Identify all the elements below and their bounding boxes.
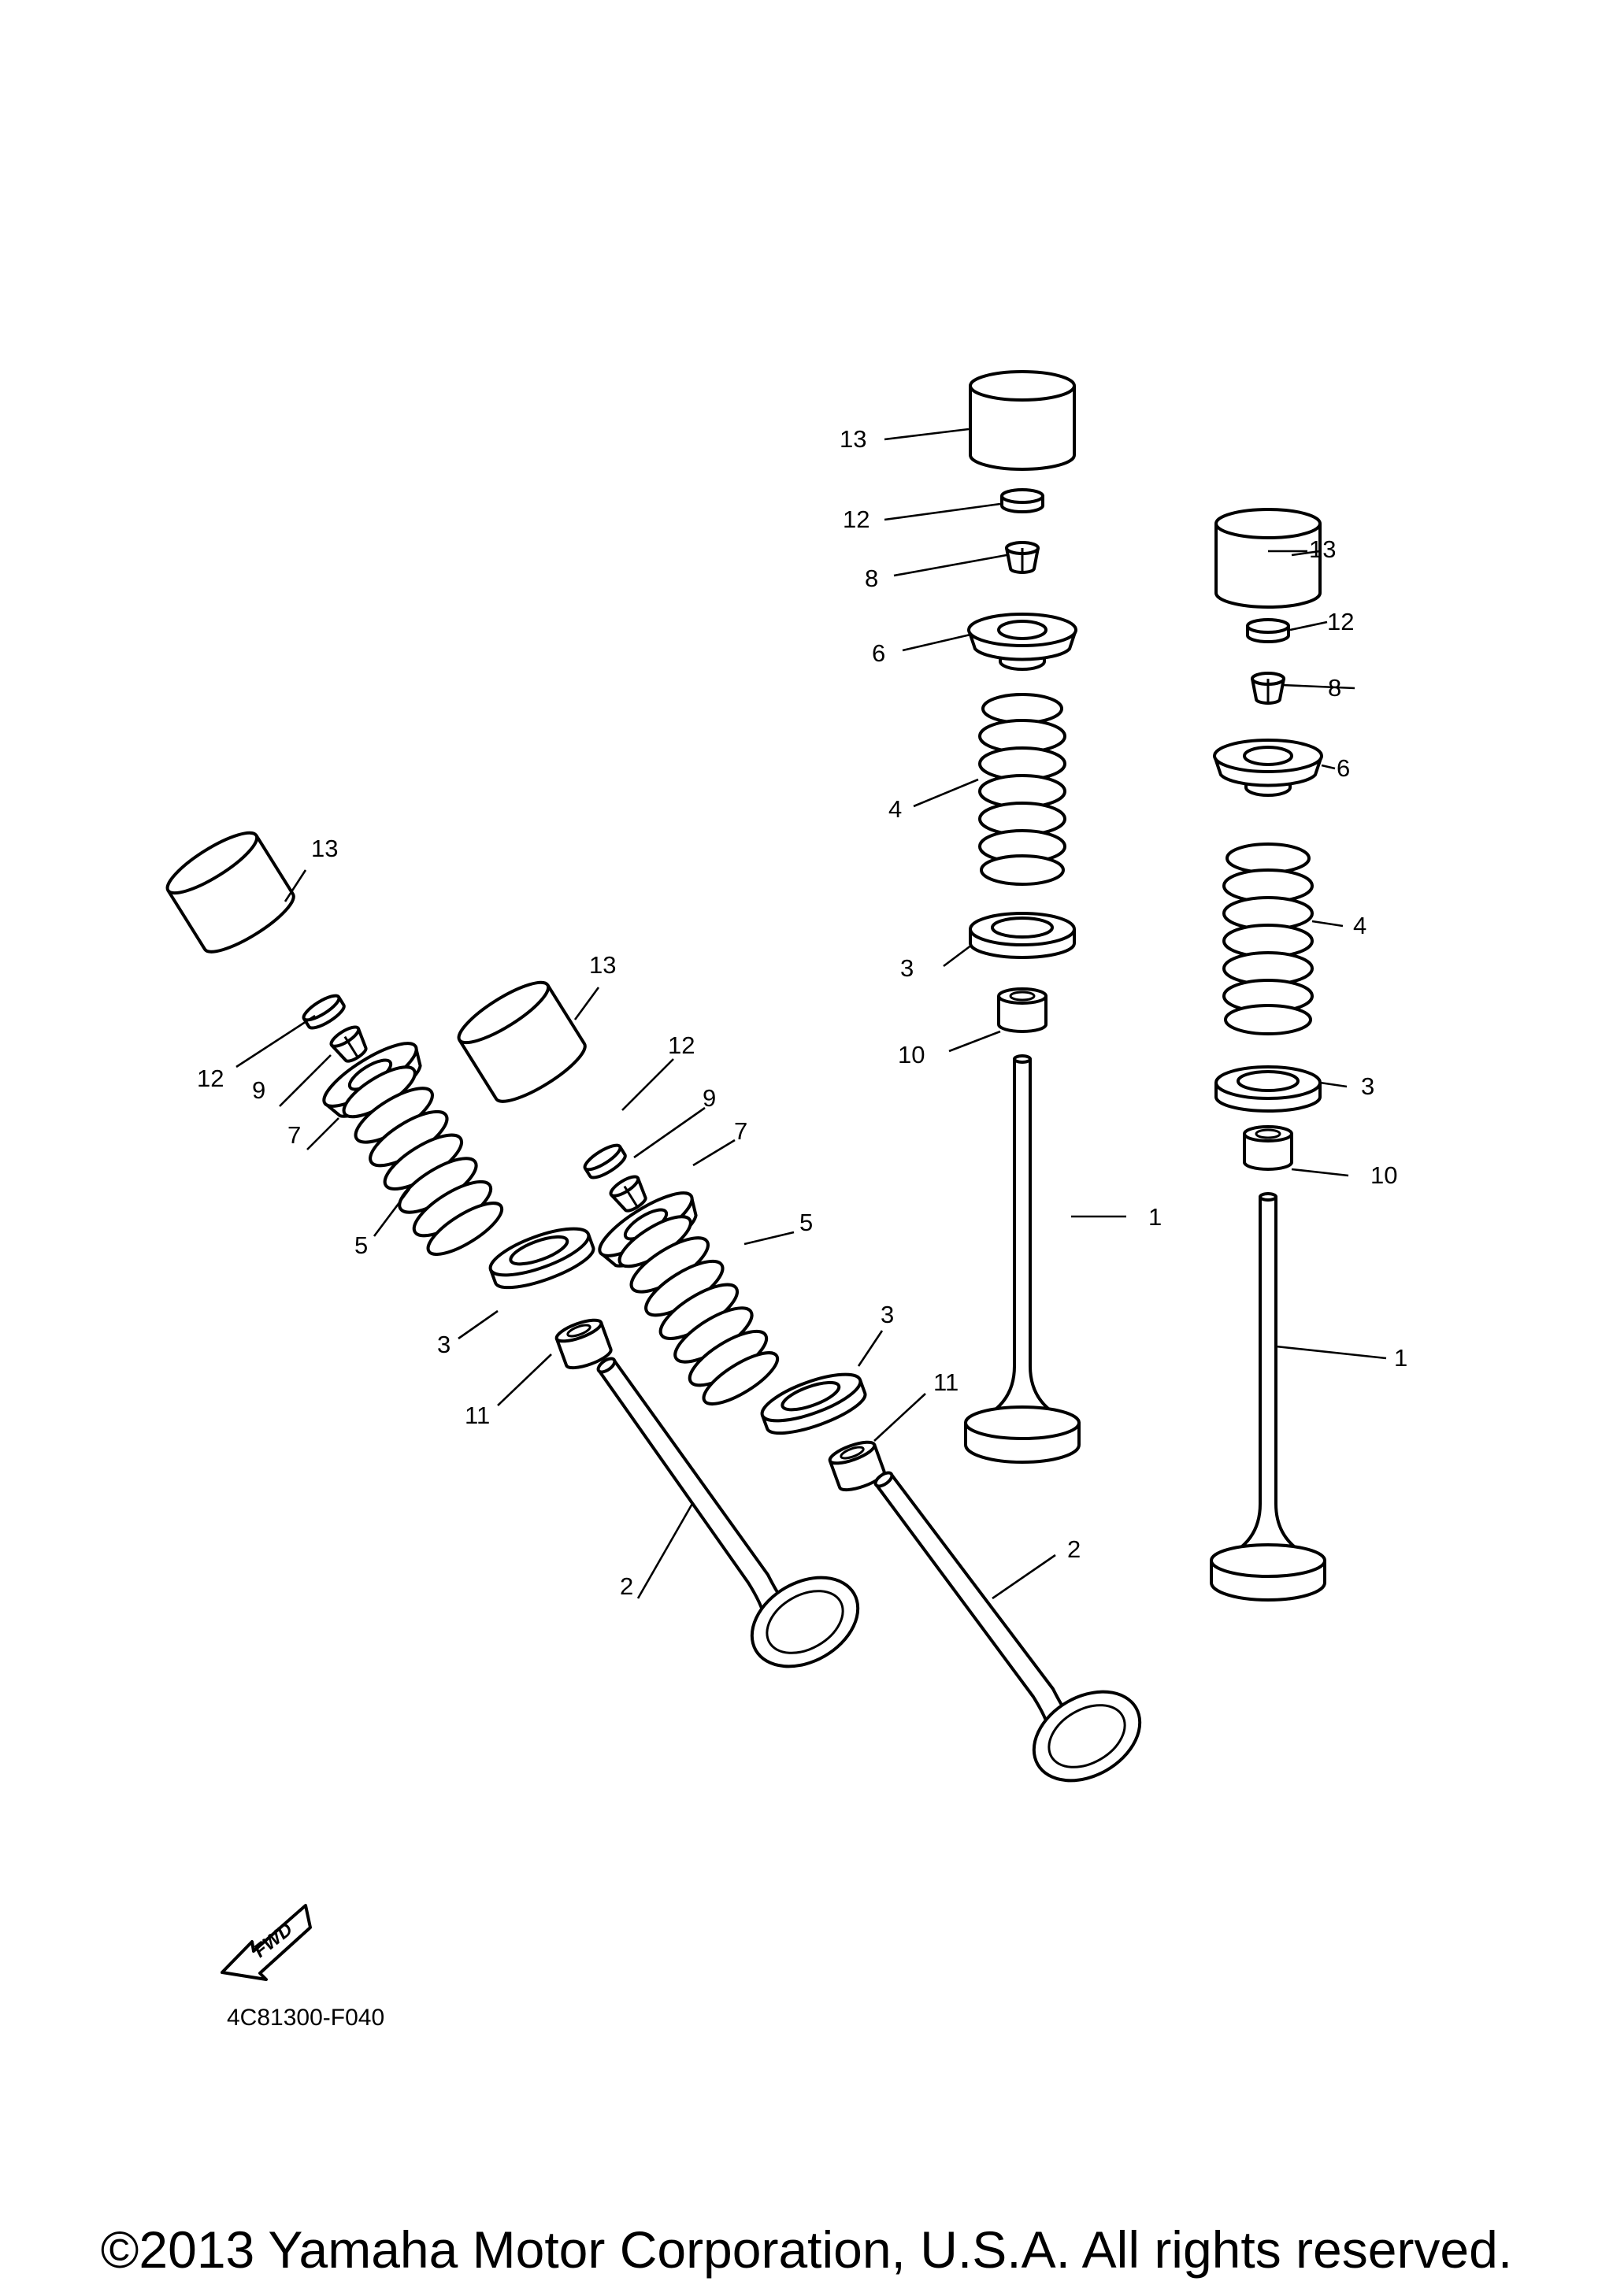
callout-1-centre: 1: [1148, 1203, 1162, 1231]
valve-spring-right: [1222, 842, 1314, 1035]
part-code: 4C81300-F040: [227, 2005, 384, 2031]
callout-7-left-centre: 7: [734, 1117, 747, 1145]
valve-left-centre: [873, 1471, 1142, 1783]
callout-9-left: 9: [252, 1076, 265, 1104]
callout-12-left-centre: 12: [668, 1031, 695, 1059]
valve-spring-centre: [978, 693, 1066, 886]
callout-6-centre: 6: [872, 639, 885, 667]
callout-5-left-centre: 5: [799, 1209, 813, 1236]
valve-spring-left-centre: [617, 1215, 780, 1405]
callout-12-right: 12: [1327, 608, 1354, 635]
valve-assembly-left: [158, 821, 860, 1668]
callout-4-right: 4: [1353, 912, 1366, 939]
callout-2-left-centre: 2: [1067, 1535, 1081, 1563]
callout-10-centre: 10: [898, 1041, 925, 1068]
callout-6-right: 6: [1337, 754, 1350, 782]
callout-2-left: 2: [620, 1572, 633, 1600]
callout-5-left: 5: [354, 1231, 368, 1259]
callout-13-left-centre: 13: [589, 951, 616, 979]
valve-centre: [964, 1054, 1081, 1464]
callout-8-centre: 8: [865, 565, 878, 592]
callout-4-centre: 4: [888, 795, 902, 823]
callout-labels: 13 12 8 6 4 3 10 1 13 12 8 6 4 3 10 1 13…: [197, 425, 1407, 1600]
copyright: ©2013 Yamaha Motor Corporation, U.S.A. A…: [101, 2220, 1512, 2279]
valve-assembly-centre: [964, 370, 1081, 1464]
callout-11-left-centre: 11: [933, 1368, 959, 1396]
valve-right: [1210, 1192, 1326, 1602]
callout-13-centre: 13: [840, 425, 866, 453]
callout-11-left: 11: [465, 1402, 490, 1429]
leader-lines: [235, 428, 1387, 1600]
callout-3-left-centre: 3: [881, 1301, 894, 1328]
callout-3-right: 3: [1361, 1072, 1374, 1100]
callout-3-centre: 3: [900, 954, 914, 982]
callout-12-centre: 12: [843, 505, 870, 533]
callout-8-right: 8: [1328, 674, 1341, 702]
callout-9-left-centre: 9: [703, 1084, 716, 1112]
callout-13-left: 13: [311, 835, 338, 862]
callout-10-right: 10: [1370, 1161, 1397, 1189]
callout-12-left: 12: [197, 1065, 224, 1092]
callout-13-right: 13: [1309, 535, 1336, 563]
valve-assembly-left-centre: [450, 971, 1142, 1783]
callout-3-left: 3: [437, 1331, 451, 1358]
valve-assembly-right: [1210, 508, 1326, 1602]
callout-1-right: 1: [1394, 1344, 1407, 1372]
valve-left: [596, 1357, 860, 1668]
fwd-arrow-icon: FWD: [221, 1904, 312, 1981]
valve-spring-left: [342, 1065, 504, 1256]
callout-7-left: 7: [287, 1121, 301, 1149]
